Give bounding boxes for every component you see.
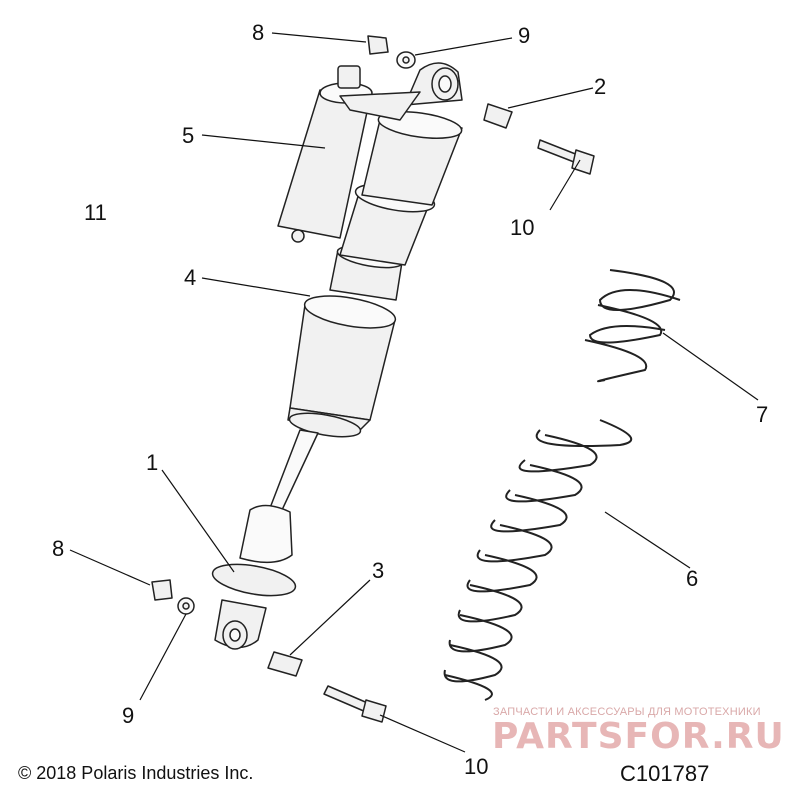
shock-absorber-body — [269, 62, 463, 511]
callout-10-bottom: 10 — [464, 754, 488, 779]
hardware — [151, 35, 595, 723]
callout-9-top: 9 — [518, 23, 530, 48]
callout-2: 2 — [594, 74, 606, 99]
copyright-text: © 2018 Polaris Industries Inc. — [18, 763, 254, 783]
main-spring — [443, 419, 633, 701]
watermark-subtitle: ЗАПЧАСТИ И АКСЕССУАРЫ ДЛЯ МОТОТЕХНИКИ — [493, 706, 761, 718]
callout-4: 4 — [184, 265, 196, 290]
figure-code: C101787 — [620, 761, 710, 786]
callout-11: 11 — [84, 200, 107, 225]
callout-3: 3 — [372, 558, 384, 583]
callout-labels: 8 9 2 5 11 10 4 7 1 8 3 6 9 10 — [52, 20, 768, 779]
leader-lines — [69, 32, 759, 753]
callout-8-top: 8 — [252, 20, 264, 45]
callout-1: 1 — [146, 450, 158, 475]
watermark-logo: PARTSFOR.RU — [492, 716, 785, 757]
lower-mount-assembly — [211, 504, 297, 650]
callout-6: 6 — [686, 566, 698, 591]
callout-10-top: 10 — [510, 215, 534, 240]
callout-5: 5 — [182, 123, 194, 148]
nut-bottom — [151, 579, 173, 601]
bushing-top — [483, 103, 513, 129]
bushing-bottom — [267, 651, 303, 677]
bolt-top — [537, 139, 579, 163]
callout-7: 7 — [756, 402, 768, 427]
callout-8-bottom: 8 — [52, 536, 64, 561]
callout-9-bottom: 9 — [122, 703, 134, 728]
bolt-bottom — [323, 685, 371, 713]
nut-top — [367, 35, 389, 55]
tender-spring — [584, 269, 681, 383]
reservoir-canister — [277, 65, 421, 243]
